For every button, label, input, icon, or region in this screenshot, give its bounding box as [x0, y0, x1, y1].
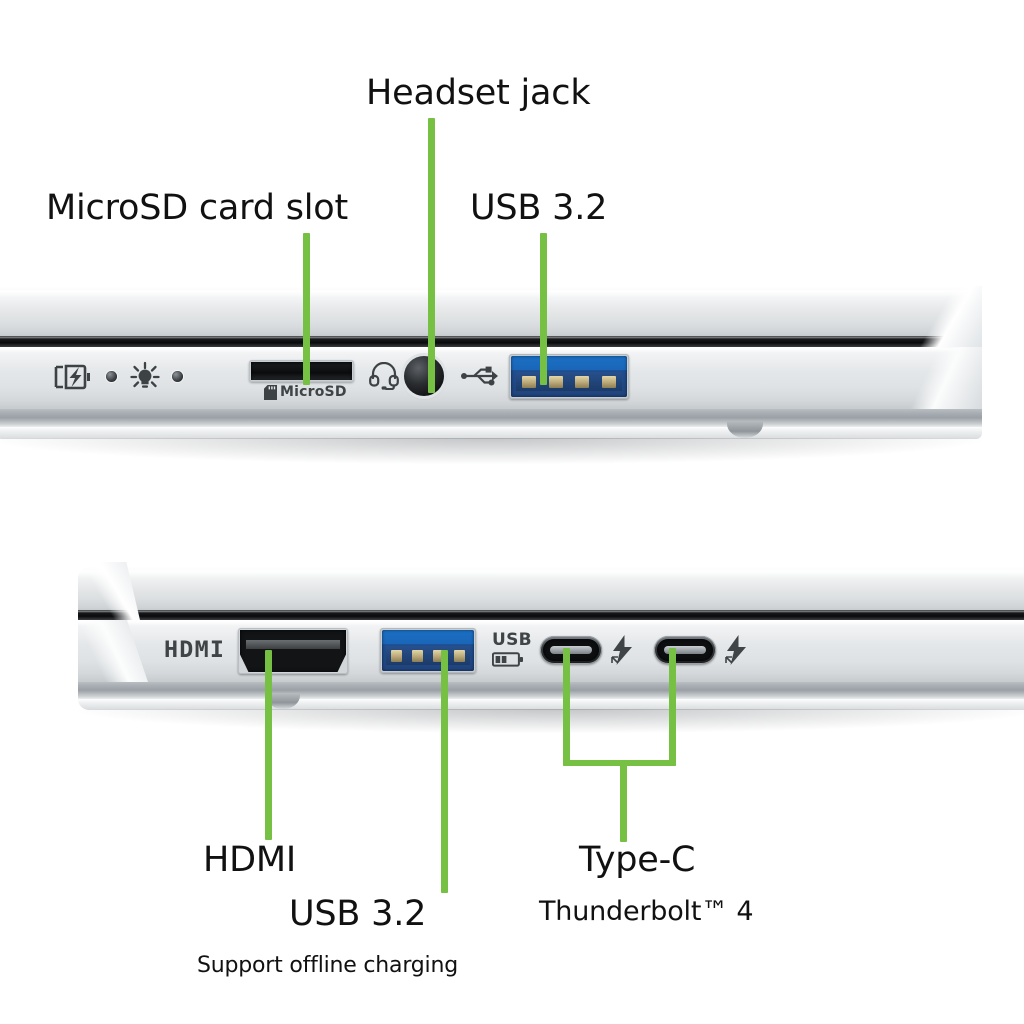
- usb-c-contact-tongue: [549, 646, 593, 654]
- led-indicator-charge: [106, 371, 117, 382]
- usb-battery-label: USB: [492, 630, 532, 650]
- usb-a-port-top[interactable]: [509, 354, 629, 399]
- laptop-base-chamfer: [78, 682, 1024, 699]
- chassis-foot: [266, 693, 300, 709]
- laptop-drop-shadow: [78, 709, 1024, 733]
- leader-bracket-usb-c: [563, 760, 676, 766]
- leader-line-usb32-top: [540, 233, 547, 385]
- laptop-drop-shadow: [0, 438, 982, 464]
- battery-icon: [492, 652, 524, 667]
- lid-highlight: [78, 570, 1024, 577]
- usb-c-opening: [657, 639, 713, 661]
- usb-a-pin: [522, 375, 536, 388]
- usb-c-port-1[interactable]: [540, 636, 602, 664]
- laptop-right-side-view: MicroSD: [0, 286, 982, 464]
- leader-line-usb-c-2: [669, 648, 676, 766]
- usb-a-pin: [454, 649, 466, 662]
- usb-a-contact-block: [385, 646, 471, 666]
- usb-c-port-2[interactable]: [654, 636, 716, 664]
- usb-a-pin: [602, 375, 616, 388]
- gap-gloss: [78, 611, 1024, 613]
- usb-a-pin: [548, 375, 563, 388]
- battery-charging-icon: [54, 364, 96, 390]
- headset-icon: [369, 362, 399, 390]
- callout-thunderbolt: Thunderbolt™ 4: [539, 896, 754, 927]
- sd-card-icon: [264, 385, 277, 400]
- leader-line-usb-c-1: [563, 648, 570, 766]
- laptop-body: [0, 347, 982, 409]
- lid-body-gap: [78, 610, 1024, 620]
- leader-line-headset-jack: [428, 118, 435, 393]
- leader-line-usb32-bottom: [441, 650, 448, 893]
- thunderbolt-bolt-icon: [724, 634, 750, 666]
- laptop-left-side-view: HDMI USB: [78, 562, 1024, 733]
- usb-a-opening: [511, 356, 627, 397]
- callout-usb32-bottom: USB 3.2: [289, 894, 427, 934]
- usb-a-contact-block: [515, 372, 623, 392]
- callout-microsd: MicroSD card slot: [46, 188, 348, 228]
- chassis-foot: [727, 421, 763, 438]
- microsd-slot-opening: [251, 362, 352, 380]
- leader-line-type-c-stem: [620, 760, 627, 842]
- laptop-lid: [0, 286, 982, 337]
- led-indicator-power: [172, 371, 183, 382]
- lid-body-gap: [0, 336, 982, 347]
- usb-trident-icon: [461, 366, 499, 386]
- body-highlight: [0, 347, 982, 352]
- callout-usb32-top: USB 3.2: [470, 188, 608, 228]
- usb-a-port-bottom[interactable]: [380, 628, 476, 673]
- leader-line-microsd: [303, 233, 310, 385]
- usb-c-contact-tongue: [663, 646, 707, 654]
- laptop-base-chamfer: [0, 409, 982, 427]
- callout-hdmi: HDMI: [203, 840, 296, 880]
- lid-highlight: [0, 290, 982, 297]
- usb-a-opening: [382, 630, 474, 671]
- body-highlight: [78, 620, 1024, 625]
- callout-offline-charging: Support offline charging: [197, 953, 458, 978]
- brightness-icon: [129, 361, 161, 393]
- hdmi-opening: [240, 630, 346, 672]
- microsd-slot-label: MicroSD: [280, 384, 347, 400]
- hdmi-contact-block: [245, 639, 341, 650]
- callout-headset-jack: Headset jack: [366, 73, 591, 113]
- callout-type-c: Type-C: [579, 840, 696, 880]
- usb-a-pin: [575, 375, 590, 388]
- usb-a-pin: [433, 649, 445, 662]
- usb-c-opening: [543, 639, 599, 661]
- thunderbolt-bolt-icon: [610, 634, 636, 666]
- microsd-card-slot[interactable]: [249, 360, 354, 382]
- hdmi-port[interactable]: [238, 628, 348, 674]
- hdmi-port-label: HDMI: [164, 638, 226, 663]
- laptop-base-edge: [78, 699, 1024, 710]
- laptop-lid: [78, 566, 1024, 611]
- headset-jack-port[interactable]: [404, 356, 444, 396]
- leader-line-hdmi: [265, 650, 272, 840]
- usb-a-pin: [411, 649, 423, 662]
- usb-a-pin: [390, 649, 402, 662]
- gap-gloss: [0, 337, 982, 339]
